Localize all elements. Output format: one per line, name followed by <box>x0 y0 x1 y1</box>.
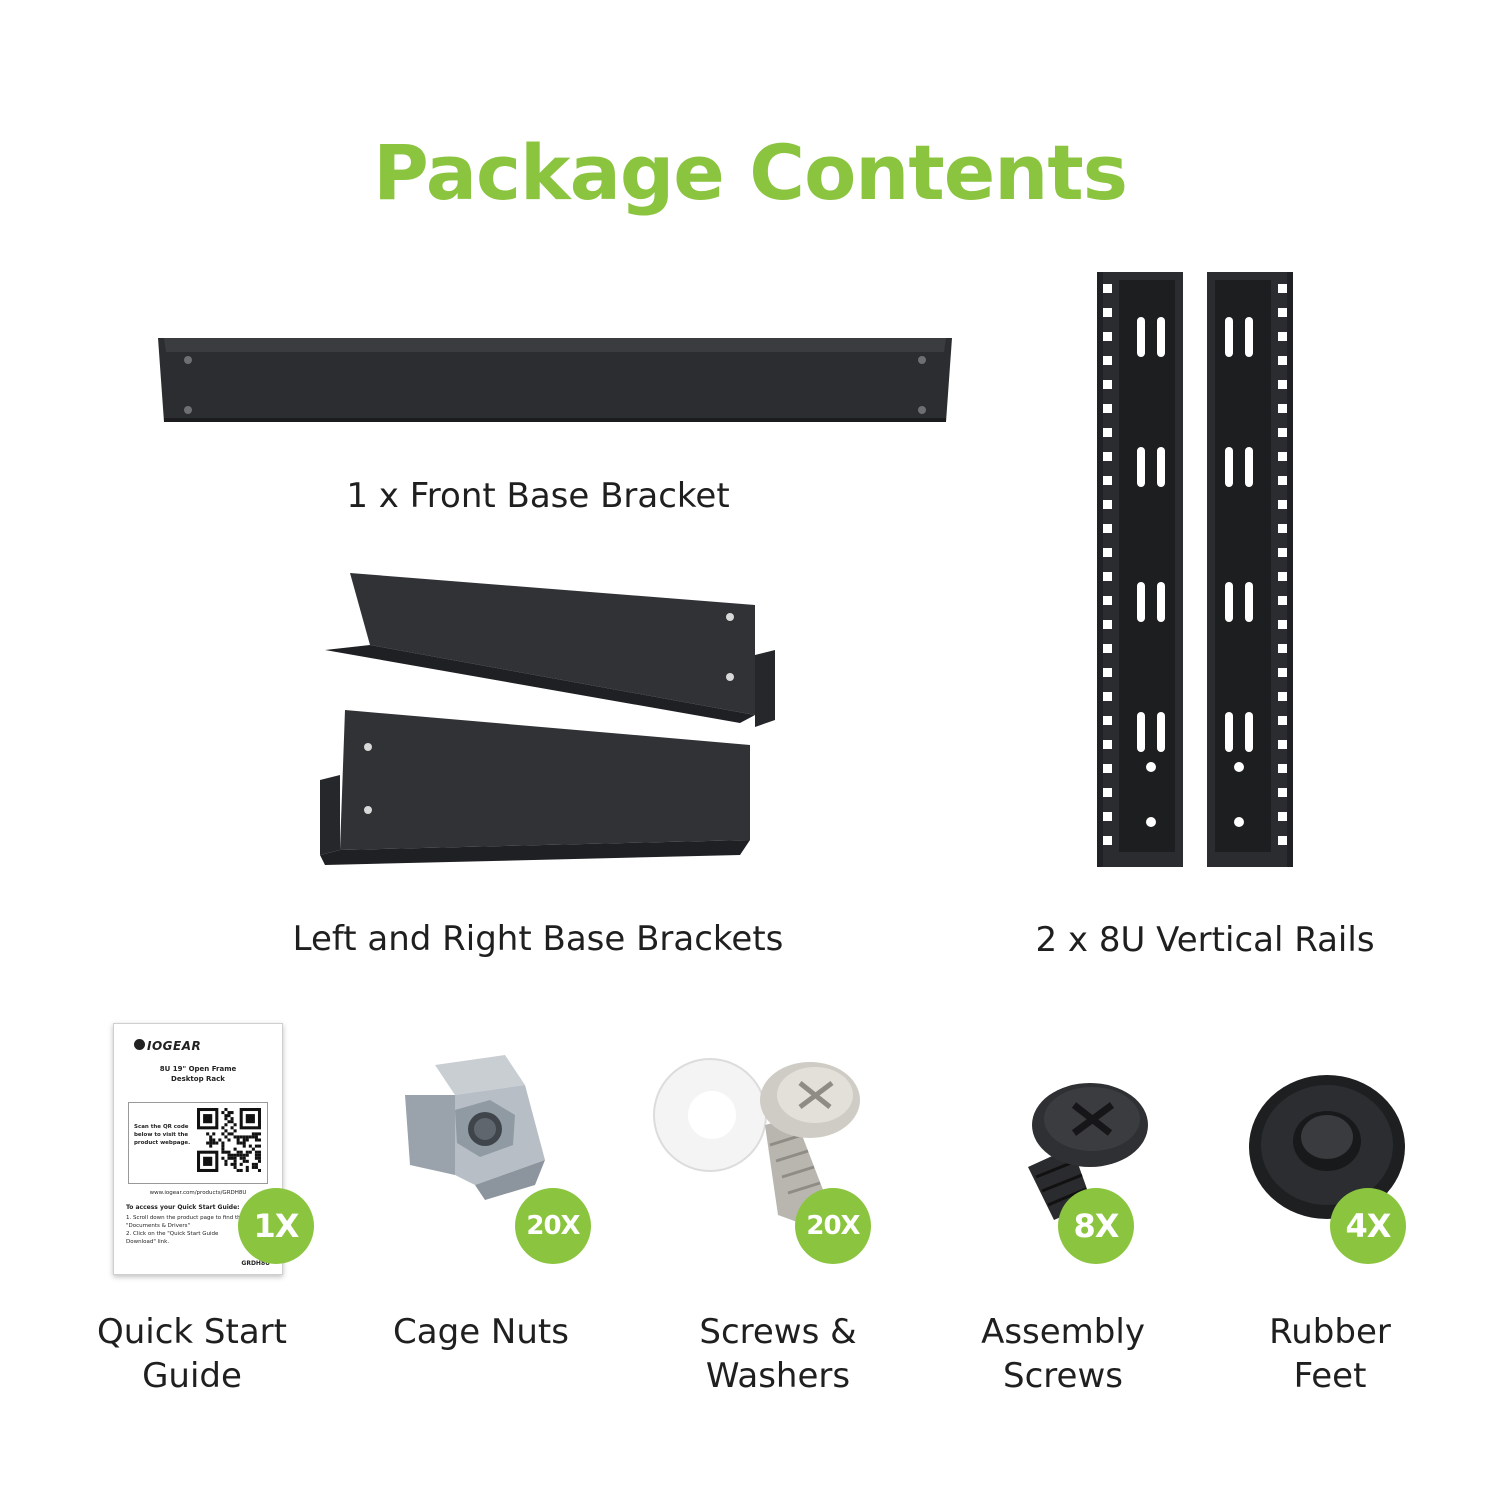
front-base-bracket-image <box>158 338 952 422</box>
assembly-screws-count-badge: 8X <box>1058 1188 1134 1264</box>
rubber-feet-label: Rubber Feet <box>1230 1310 1430 1398</box>
guide-step-1: 1. Scroll down the product page to find … <box>126 1215 245 1229</box>
side-base-brackets-label: Left and Right Base Brackets <box>292 919 784 959</box>
qr-code-icon <box>197 1108 261 1172</box>
page-title: Package Contents <box>373 128 1128 217</box>
iogear-logo-icon <box>134 1039 145 1050</box>
guide-steps: 1. Scroll down the product page to find … <box>126 1214 246 1246</box>
rubber-feet-label-line2: Feet <box>1293 1356 1367 1396</box>
guide-step-2: 2. Click on the "Quick Start Guide Downl… <box>126 1231 219 1245</box>
guide-product-name: 8U 19" Open Frame Desktop Rack <box>114 1064 282 1084</box>
cage-nuts-count-badge: 20X <box>515 1188 591 1264</box>
assembly-screws-label: Assembly Screws <box>955 1310 1171 1398</box>
quick-start-label: Quick Start Guide <box>60 1310 324 1398</box>
guide-access-title: To access your Quick Start Guide: <box>126 1204 240 1211</box>
guide-url: www.iogear.com/products/GRDH8U <box>149 1190 247 1196</box>
screws-washers-label: Screws & Washers <box>670 1310 886 1398</box>
screws-washers-label-line2: Washers <box>705 1356 851 1396</box>
front-base-bracket-label: 1 x Front Base Bracket <box>346 476 730 516</box>
screws-washers-label-line1: Screws & <box>699 1312 857 1352</box>
guide-brand: IOGEAR <box>147 1039 202 1053</box>
rubber-feet-count-badge: 4X <box>1330 1188 1406 1264</box>
screws-washers-count-badge: 20X <box>795 1188 871 1264</box>
screw-washer-image <box>653 1058 860 1223</box>
quick-start-count-badge: 1X <box>238 1188 314 1264</box>
quick-start-label-line1: Quick Start <box>96 1312 287 1352</box>
assembly-screws-label-line2: Screws <box>1003 1356 1123 1396</box>
guide-qr-box: Scan the QR code below to visit the prod… <box>128 1102 268 1184</box>
rubber-foot-image <box>1249 1075 1405 1219</box>
cage-nut-image <box>405 1055 545 1200</box>
guide-scan-text: Scan the QR code below to visit the prod… <box>134 1124 191 1146</box>
quick-start-label-line2: Guide <box>142 1356 242 1396</box>
cage-nuts-label: Cage Nuts <box>360 1310 602 1354</box>
quick-start-guide-image: IOGEAR 8U 19" Open Frame Desktop Rack Sc… <box>113 1023 283 1275</box>
vertical-rails-label: 2 x 8U Vertical Rails <box>1035 920 1375 960</box>
guide-model: GRDH8U <box>241 1260 270 1267</box>
rubber-feet-label-line1: Rubber <box>1269 1312 1391 1352</box>
vertical-rails-image <box>1097 272 1293 867</box>
assembly-screws-label-line1: Assembly <box>981 1312 1145 1352</box>
guide-product-line1: 8U 19" Open Frame <box>159 1065 237 1073</box>
side-base-brackets-image <box>320 573 775 865</box>
cage-nuts-label-line1: Cage Nuts <box>393 1312 569 1352</box>
guide-product-line2: Desktop Rack <box>171 1075 225 1083</box>
